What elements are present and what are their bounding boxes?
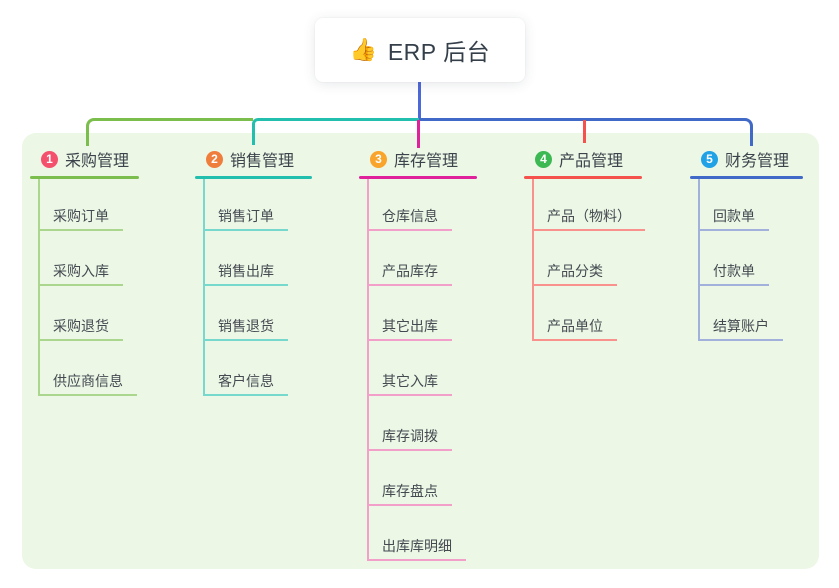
child-label: 产品（物料） <box>532 207 645 231</box>
root-connector-line <box>418 81 421 120</box>
child-node[interactable]: 采购入库 <box>38 262 123 286</box>
child-label: 回款单 <box>698 207 769 231</box>
branch-header[interactable]: 4 产品管理 <box>524 147 642 171</box>
branch-header[interactable]: 2 销售管理 <box>195 147 312 171</box>
child-node[interactable]: 产品单位 <box>532 317 617 341</box>
child-node[interactable]: 结算账户 <box>698 317 783 341</box>
child-node[interactable]: 其它出库 <box>367 317 452 341</box>
child-node[interactable]: 销售订单 <box>203 207 288 231</box>
child-label: 销售出库 <box>203 262 288 286</box>
children-connector-line <box>38 179 40 396</box>
branch-underline <box>524 176 642 179</box>
child-label: 采购退货 <box>38 317 123 341</box>
branch-sales: 2 销售管理 销售订单 销售出库 销售退货 客户信息 <box>195 143 312 396</box>
child-label: 产品单位 <box>532 317 617 341</box>
child-node[interactable]: 库存盘点 <box>367 482 452 506</box>
child-label: 产品库存 <box>367 262 452 286</box>
children-connector-line <box>203 179 205 396</box>
branch-header[interactable]: 1 采购管理 <box>30 147 139 171</box>
child-node[interactable]: 出库库明细 <box>367 537 466 561</box>
child-label: 销售订单 <box>203 207 288 231</box>
root-title: ERP 后台 <box>387 39 491 65</box>
child-node[interactable]: 仓库信息 <box>367 207 452 231</box>
child-label: 产品分类 <box>532 262 617 286</box>
thumbs-up-icon: 👍 <box>349 37 378 62</box>
branch-header[interactable]: 3 库存管理 <box>359 147 477 171</box>
child-label: 出库库明细 <box>367 537 466 561</box>
child-node[interactable]: 库存调拨 <box>367 427 452 451</box>
child-label: 库存盘点 <box>367 482 452 506</box>
branch-title: 财务管理 <box>725 153 790 170</box>
child-node[interactable]: 客户信息 <box>203 372 288 396</box>
child-node[interactable]: 付款单 <box>698 262 769 286</box>
child-node[interactable]: 回款单 <box>698 207 769 231</box>
child-node[interactable]: 产品库存 <box>367 262 452 286</box>
child-node[interactable]: 采购订单 <box>38 207 123 231</box>
child-label: 仓库信息 <box>367 207 452 231</box>
branch-underline <box>690 176 803 179</box>
child-label: 其它入库 <box>367 372 452 396</box>
branch-title: 库存管理 <box>394 153 459 170</box>
child-label: 供应商信息 <box>38 372 137 396</box>
branch-number-badge: 5 <box>701 150 718 168</box>
branch-title: 产品管理 <box>559 153 624 170</box>
branch2-connector <box>252 118 419 145</box>
branch-underline <box>30 176 139 179</box>
branch-underline <box>195 176 312 179</box>
branch-title: 销售管理 <box>230 153 295 170</box>
branch1-connector <box>86 118 253 146</box>
branch-title: 采购管理 <box>65 153 130 170</box>
child-node[interactable]: 采购退货 <box>38 317 123 341</box>
branch-number-badge: 3 <box>370 150 387 168</box>
child-label: 付款单 <box>698 262 769 286</box>
child-node[interactable]: 产品（物料） <box>532 207 645 231</box>
child-label: 销售退货 <box>203 317 288 341</box>
child-label: 库存调拨 <box>367 427 452 451</box>
child-label: 采购订单 <box>38 207 123 231</box>
branches-panel <box>22 133 819 569</box>
child-node[interactable]: 销售出库 <box>203 262 288 286</box>
children-connector-line <box>367 179 369 561</box>
child-node[interactable]: 销售退货 <box>203 317 288 341</box>
root-node[interactable]: 👍 ERP 后台 <box>315 18 525 82</box>
branch-inventory: 3 库存管理 仓库信息 产品库存 其它出库 其它入库 库存调拨 库存盘点 出库库… <box>359 143 477 561</box>
branch-underline <box>359 176 477 179</box>
branch4-connector <box>583 120 586 143</box>
branch-finance: 5 财务管理 回款单 付款单 结算账户 <box>690 143 803 341</box>
child-label: 客户信息 <box>203 372 288 396</box>
child-node[interactable]: 其它入库 <box>367 372 452 396</box>
branch5-connector <box>419 118 753 146</box>
branch-number-badge: 4 <box>535 150 552 168</box>
child-node[interactable]: 供应商信息 <box>38 372 137 396</box>
branch-header[interactable]: 5 财务管理 <box>690 147 803 171</box>
child-label: 结算账户 <box>698 317 783 341</box>
child-label: 其它出库 <box>367 317 452 341</box>
branch-number-badge: 2 <box>206 150 223 168</box>
children-connector-line <box>698 179 700 341</box>
branch3-connector <box>417 120 420 148</box>
branch-product: 4 产品管理 产品（物料） 产品分类 产品单位 <box>524 143 645 341</box>
children-connector-line <box>532 179 534 341</box>
branch-purchase: 1 采购管理 采购订单 采购入库 采购退货 供应商信息 <box>30 143 139 396</box>
branch-number-badge: 1 <box>41 150 58 168</box>
child-node[interactable]: 产品分类 <box>532 262 617 286</box>
child-label: 采购入库 <box>38 262 123 286</box>
